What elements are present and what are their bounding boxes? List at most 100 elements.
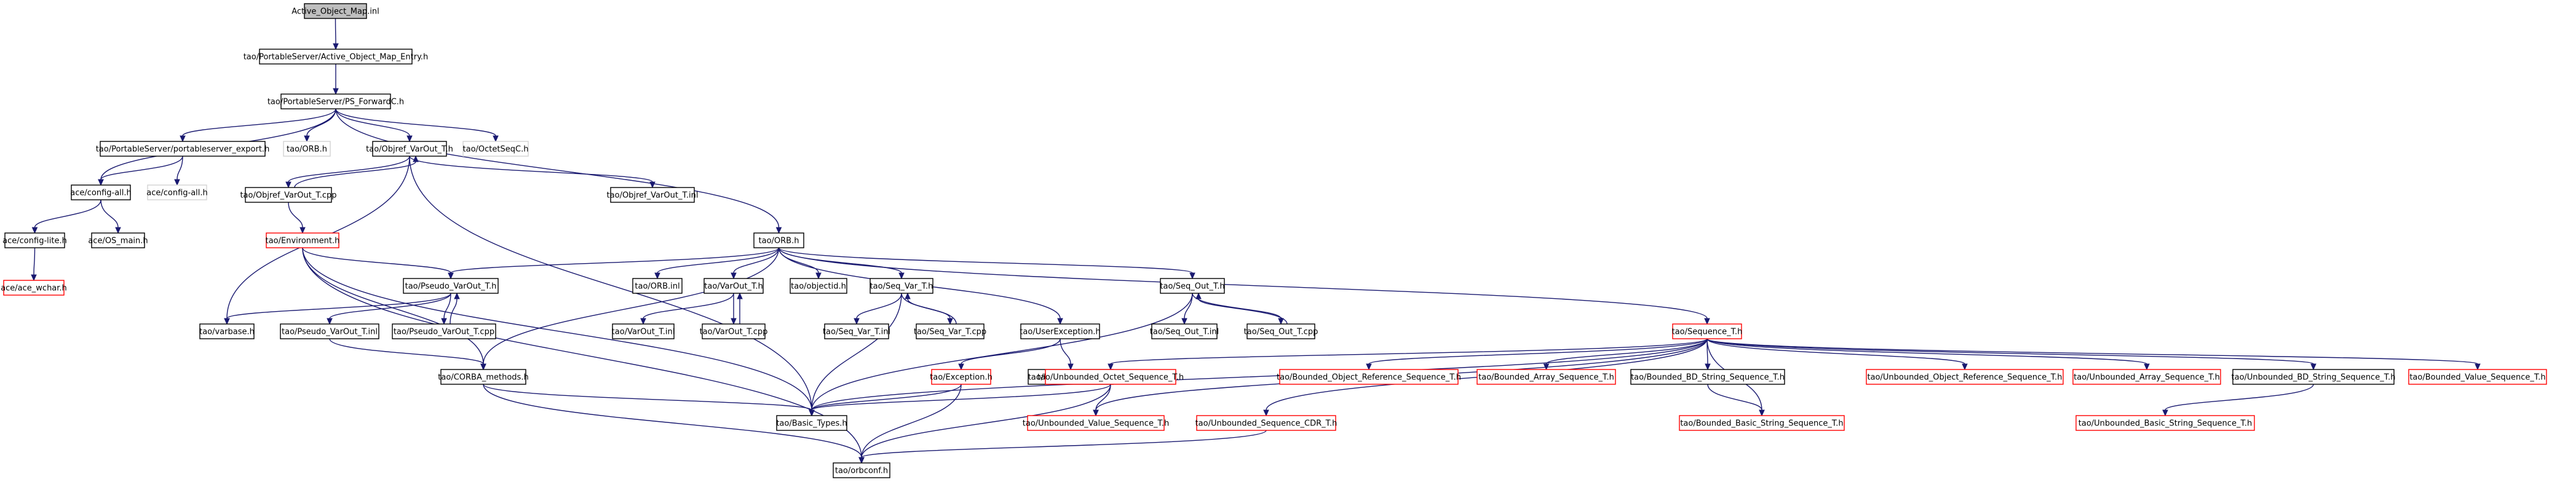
edge-objref-varout-cpp-to-environment-h [288, 202, 306, 234]
node-unb-basic-string-seq-h[interactable]: tao/Unbounded_Basic_String_Sequence_T.h [2075, 415, 2255, 431]
node-box [259, 49, 413, 65]
node-config-all-h-ext[interactable]: ace/config-all.h [146, 184, 208, 200]
node-box [440, 369, 526, 385]
node-objectid-h[interactable]: tao/objectid.h [790, 278, 847, 294]
edge-arrowhead [31, 227, 38, 234]
node-box [1672, 323, 1742, 339]
edge-config-lite-h-to-ace-wchar-h [31, 247, 37, 282]
edge-line [176, 156, 183, 180]
edge-arrowhead [1962, 363, 1968, 371]
edge-line [1545, 338, 1708, 365]
node-bnd-bd-string-seq-h[interactable]: tao/Bounded_BD_String_Sequence_T.h [1630, 369, 1785, 385]
node-seq-var-h[interactable]: tao/Seq_Var_T.h [870, 278, 933, 294]
node-config-lite-h[interactable]: ace/config-lite.h [2, 232, 67, 248]
edge-arrowhead [1181, 318, 1187, 325]
edge-pseudo-varout-h-to-pseudo-varout-cpp [441, 293, 451, 325]
node-unb-octet-seq-h[interactable]: tao/Unbounded_Octet_Sequence_T.h [1037, 369, 1184, 385]
node-unb-seq-cdr-h[interactable]: tao/Unbounded_Sequence_CDR_T.h [1195, 415, 1338, 431]
node-varbase-h[interactable]: tao/varbase.h [199, 323, 255, 339]
edge-line [643, 293, 734, 319]
node-box [3, 280, 65, 296]
edge-varout-cpp-to-varout-h [737, 292, 743, 324]
edge-line [100, 199, 119, 228]
node-objref-varout-cpp[interactable]: tao/Objref_VarOut_T.cpp [240, 187, 337, 203]
node-seq-var-inl[interactable]: tao/Seq_Var_T.inl [823, 323, 890, 339]
node-unb-array-seq-h[interactable]: tao/Unbounded_Array_Sequence_T.h [2072, 369, 2221, 385]
node-box [91, 232, 145, 248]
node-seq-var-cpp[interactable]: tao/Seq_Var_T.cpp [914, 323, 986, 339]
node-box [1160, 278, 1225, 294]
node-label: tao/Bounded_BD_String_Sequence_T.h [1631, 373, 1785, 382]
node-box [1196, 415, 1336, 431]
node-varout-cpp[interactable]: tao/VarOut_T.cpp [700, 323, 768, 339]
node-active-object-map-inl[interactable]: Active_Object_Map.inl [291, 3, 379, 19]
edge-sequence-h-to-unb-bd-string-seq-h [1706, 338, 2316, 371]
edge-config-all-h-to-config-lite-h [31, 199, 101, 234]
node-varout-h[interactable]: tao/VarOut_T.h [703, 278, 764, 294]
node-bnd-array-seq-h[interactable]: tao/Bounded_Array_Sequence_T.h [1476, 369, 1616, 385]
node-orbconf-h[interactable]: tao/orbconf.h [833, 462, 890, 478]
node-seq-out-inl[interactable]: tao/Seq_Out_T.inl [1150, 323, 1219, 339]
edge-line [1192, 293, 1282, 319]
node-bnd-objref-seq-h[interactable]: tao/Bounded_Object_Reference_Sequence_T.… [1277, 369, 1461, 385]
node-label: tao/Basic_Types.h [776, 419, 847, 429]
edge-seq-var-h-to-seq-var-inl [854, 293, 902, 325]
node-orb-inl[interactable]: tao/ORB.inl [632, 278, 683, 294]
node-objref-varout-inl[interactable]: tao/Objref_VarOut_T.inl [607, 187, 699, 203]
edge-arrowhead [1759, 409, 1765, 417]
edge-line [450, 247, 780, 274]
node-pseudo-varout-h[interactable]: tao/Pseudo_VarOut_T.h [403, 278, 499, 294]
edge-line [856, 293, 902, 319]
node-varout-inl[interactable]: tao/VarOut_T.inl [612, 323, 675, 339]
edge-arrowhead [654, 272, 660, 280]
edge-corba-methods-h-to-basic-types-h [483, 384, 815, 417]
node-octetseqc-h[interactable]: tao/OctetSeqC.h [462, 141, 529, 157]
node-userexception-h[interactable]: tao/UserException.h [1020, 323, 1101, 339]
node-aome-h[interactable]: tao/PortableServer/Active_Object_Map_Ent… [244, 49, 429, 65]
node-config-all-h[interactable]: ace/config-all.h [70, 184, 132, 200]
edge-line [329, 338, 484, 365]
node-bnd-value-seq-h[interactable]: tao/Bounded_Value_Sequence_T.h [2408, 369, 2547, 385]
node-seq-out-h[interactable]: tao/Seq_Out_T.h [1160, 278, 1225, 294]
node-exception-h[interactable]: tao/Exception.h [930, 369, 993, 385]
node-ps-forwardc-h[interactable]: tao/PortableServer/PS_ForwardC.h [268, 93, 404, 109]
node-seq-out-cpp[interactable]: tao/Seq_Out_T.cpp [1244, 323, 1318, 339]
edge-arrowhead [448, 272, 454, 280]
node-ace-wchar-h[interactable]: ace/ace_wchar.h [1, 280, 67, 296]
node-label: ace/OS_main.h [88, 237, 148, 246]
node-unb-bd-string-seq-h[interactable]: tao/Unbounded_BD_String_Sequence_T.h [2232, 369, 2396, 385]
edge-line [778, 247, 902, 274]
edge-arrowhead [480, 363, 486, 371]
node-bnd-basic-string-seq-h[interactable]: tao/Bounded_Basic_String_Sequence_T.h [1679, 415, 1845, 431]
node-label: tao/Unbounded_Basic_String_Sequence_T.h [2079, 419, 2252, 429]
node-objref-varout-h[interactable]: tao/Objref_VarOut_T.h [366, 141, 453, 157]
node-tao-orb-h-ext[interactable]: tao/ORB.h [283, 141, 331, 157]
node-unb-value-seq-h[interactable]: tao/Unbounded_Value_Sequence_T.h [1023, 415, 1169, 431]
node-unb-objref-seq-h[interactable]: tao/Unbounded_Object_Reference_Sequence_… [1866, 369, 2064, 385]
node-orb-h[interactable]: tao/ORB.h [753, 232, 804, 248]
edge-line [335, 108, 780, 228]
edge-line [182, 108, 336, 136]
node-basic-types-h[interactable]: tao/Basic_Types.h [776, 415, 847, 431]
node-label: tao/Exception.h [930, 373, 993, 382]
node-label: Active_Object_Map.inl [291, 7, 379, 17]
edge-line [961, 338, 1061, 365]
node-os-main-h[interactable]: ace/OS_main.h [88, 232, 148, 248]
edge-portableserver-export-h-to-config-all-h-ext [174, 156, 183, 186]
edge-line [450, 298, 458, 325]
edge-line [907, 298, 957, 325]
edge-arrowhead [947, 318, 953, 325]
node-label: tao/objectid.h [791, 282, 846, 291]
edge-line [483, 384, 862, 458]
node-sequence-h[interactable]: tao/Sequence_T.h [1672, 323, 1743, 339]
node-portableserver-export-h[interactable]: tao/PortableServer/portableserver_export… [96, 141, 270, 157]
edge-line [2165, 384, 2314, 411]
edge-line [100, 156, 183, 180]
node-corba-methods-h[interactable]: tao/CORBA_methods.h [438, 369, 529, 385]
node-pseudo-varout-cpp[interactable]: tao/Pseudo_VarOut_T.cpp [392, 323, 496, 339]
node-environment-h[interactable]: tao/Environment.h [266, 232, 340, 248]
node-pseudo-varout-inl[interactable]: tao/Pseudo_VarOut_T.inl [280, 323, 379, 339]
edge-arrowhead [731, 272, 737, 280]
edge-seq-var-cpp-to-seq-var-h [905, 292, 957, 325]
